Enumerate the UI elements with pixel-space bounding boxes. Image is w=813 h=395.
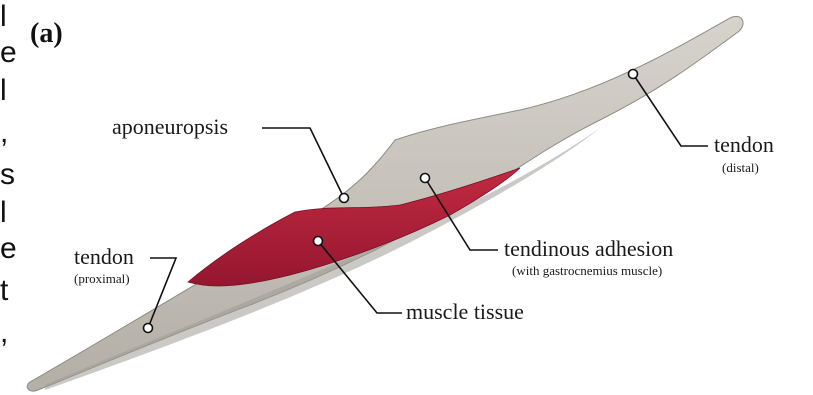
marker-muscle-tissue — [314, 237, 323, 246]
leader-aponeuropsis — [262, 128, 344, 198]
label-tendinous-adhesion-sub: (with gastrocnemius muscle) — [512, 263, 662, 279]
label-tendon-distal-sub: (distal) — [722, 160, 759, 176]
label-muscle-tissue: muscle tissue — [406, 299, 524, 325]
label-tendinous-adhesion: tendinous adhesion — [504, 236, 673, 262]
marker-tendon-proximal — [144, 324, 153, 333]
label-aponeuropsis: aponeuropsis — [112, 114, 228, 140]
label-tendon-distal: tendon — [714, 132, 774, 158]
marker-aponeuropsis — [340, 194, 349, 203]
label-tendon-proximal: tendon — [74, 244, 134, 270]
label-tendon-proximal-sub: (proximal) — [74, 271, 130, 287]
marker-tendon-distal — [629, 70, 638, 79]
marker-tendinous-adhesion — [421, 174, 430, 183]
